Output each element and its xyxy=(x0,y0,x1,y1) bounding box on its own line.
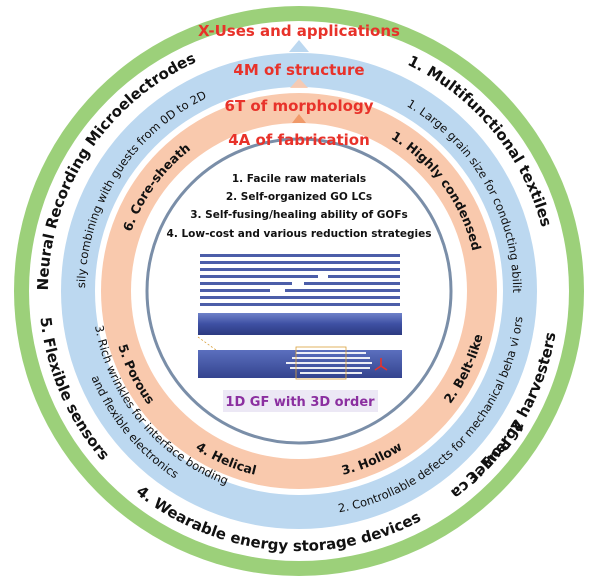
aligned-fiber xyxy=(198,346,402,380)
fabrication-item-2: 2. Self-organized GO LCs xyxy=(226,191,372,203)
structure-pointer xyxy=(289,40,309,52)
structure-title: 4M of structure xyxy=(233,61,364,79)
axis-icon xyxy=(374,358,388,371)
fabrication-item-4: 4. Low-cost and various reduction strate… xyxy=(167,228,432,240)
fabrication-item-1: 1. Facile raw materials xyxy=(232,173,366,185)
fiber-bar xyxy=(198,313,402,335)
sheet-stack-illustration xyxy=(200,254,400,306)
uses-title: X-Uses and applications xyxy=(198,22,400,40)
gf-label-box xyxy=(223,390,378,412)
fabrication-pointer xyxy=(292,114,306,123)
morphology-pointer xyxy=(290,78,308,88)
morphology-title: 6T of morphology xyxy=(225,97,374,115)
gf-label: 1D GF with 3D order xyxy=(225,395,375,410)
fabrication-title: 4A of fabrication xyxy=(228,131,370,149)
fabrication-item-3: 3. Self-fusing/healing ability of GOFs xyxy=(190,209,408,221)
